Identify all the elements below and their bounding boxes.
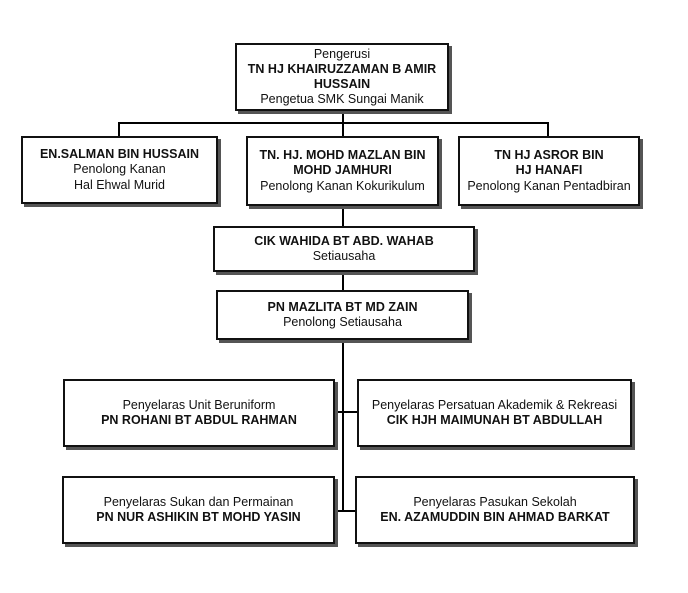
vp-center-name: TN. HJ. MOHD MAZLAN BIN MOHD JAMHURI	[259, 148, 426, 178]
vp-right-box: TN HJ ASROR BIN HJ HANAFI Penolong Kanan…	[458, 136, 640, 206]
connector-vp-right	[547, 122, 549, 137]
coord-school-team-box: Penyelaras Pasukan Sekolah EN. AZAMUDDIN…	[355, 476, 635, 544]
vp-right-name-line2: HJ HANAFI	[515, 163, 583, 178]
vp-center-title: Penolong Kanan Kokurikulum	[260, 178, 425, 193]
connector-chair-down	[342, 110, 344, 124]
vp-left-line1: Penolong Kanan	[73, 162, 166, 177]
asst-secretary-name: PN MAZLITA BT MD ZAIN	[267, 299, 418, 314]
vp-left-line2: Hal Ehwal Murid	[73, 177, 165, 192]
connector-row1-horizontal	[333, 411, 359, 413]
connector-vp-horizontal	[118, 122, 549, 124]
chairman-box: Pengerusi TN HJ KHAIRUZZAMAN B AMIR HUSS…	[235, 43, 449, 111]
vp-left-box: EN.SALMAN BIN HUSSAIN Penolong Kanan Hal…	[21, 136, 218, 204]
coord-school-team-title: Penyelaras Pasukan Sekolah	[413, 494, 577, 509]
connector-main-trunk	[342, 339, 344, 511]
coord-uniform-box: Penyelaras Unit Beruniform PN ROHANI BT …	[63, 379, 335, 447]
asst-secretary-box: PN MAZLITA BT MD ZAIN Penolong Setiausah…	[216, 290, 469, 340]
coord-sports-box: Penyelaras Sukan dan Permainan PN NUR AS…	[62, 476, 335, 544]
chairman-title: Pengetua SMK Sungai Manik	[260, 92, 424, 107]
vp-left-name: EN.SALMAN BIN HUSSAIN	[39, 147, 200, 162]
vp-right-name-line1: TN HJ ASROR BIN	[494, 148, 604, 163]
vp-right-title: Penolong Kanan Pentadbiran	[467, 178, 631, 193]
chairman-role: Pengerusi	[313, 46, 371, 61]
secretary-name: CIK WAHIDA BT ABD. WAHAB	[254, 233, 434, 248]
connector-vp-center	[342, 122, 344, 137]
coord-academic-box: Penyelaras Persatuan Akademik & Rekreasi…	[357, 379, 632, 447]
connector-vp-left	[118, 122, 120, 137]
asst-secretary-title: Penolong Setiausaha	[283, 315, 402, 329]
connector-row2-horizontal	[333, 510, 357, 512]
coord-sports-name: PN NUR ASHIKIN BT MOHD YASIN	[96, 510, 301, 524]
connector-center-to-secretary	[342, 205, 344, 227]
vp-center-box: TN. HJ. MOHD MAZLAN BIN MOHD JAMHURI Pen…	[246, 136, 439, 206]
secretary-box: CIK WAHIDA BT ABD. WAHAB Setiausaha	[213, 226, 475, 272]
connector-secretary-to-asst	[342, 272, 344, 290]
chairman-name: TN HJ KHAIRUZZAMAN B AMIR HUSSAIN	[247, 61, 437, 91]
coord-academic-title: Penyelaras Persatuan Akademik & Rekreasi	[371, 397, 618, 412]
coord-uniform-name: PN ROHANI BT ABDUL RAHMAN	[101, 413, 297, 427]
coord-sports-title: Penyelaras Sukan dan Permainan	[103, 494, 294, 509]
secretary-title: Setiausaha	[312, 249, 376, 263]
coord-school-team-name: EN. AZAMUDDIN BIN AHMAD BARKAT	[380, 510, 610, 524]
coord-uniform-title: Penyelaras Unit Beruniform	[122, 397, 276, 412]
coord-academic-name: CIK HJH MAIMUNAH BT ABDULLAH	[386, 413, 603, 427]
